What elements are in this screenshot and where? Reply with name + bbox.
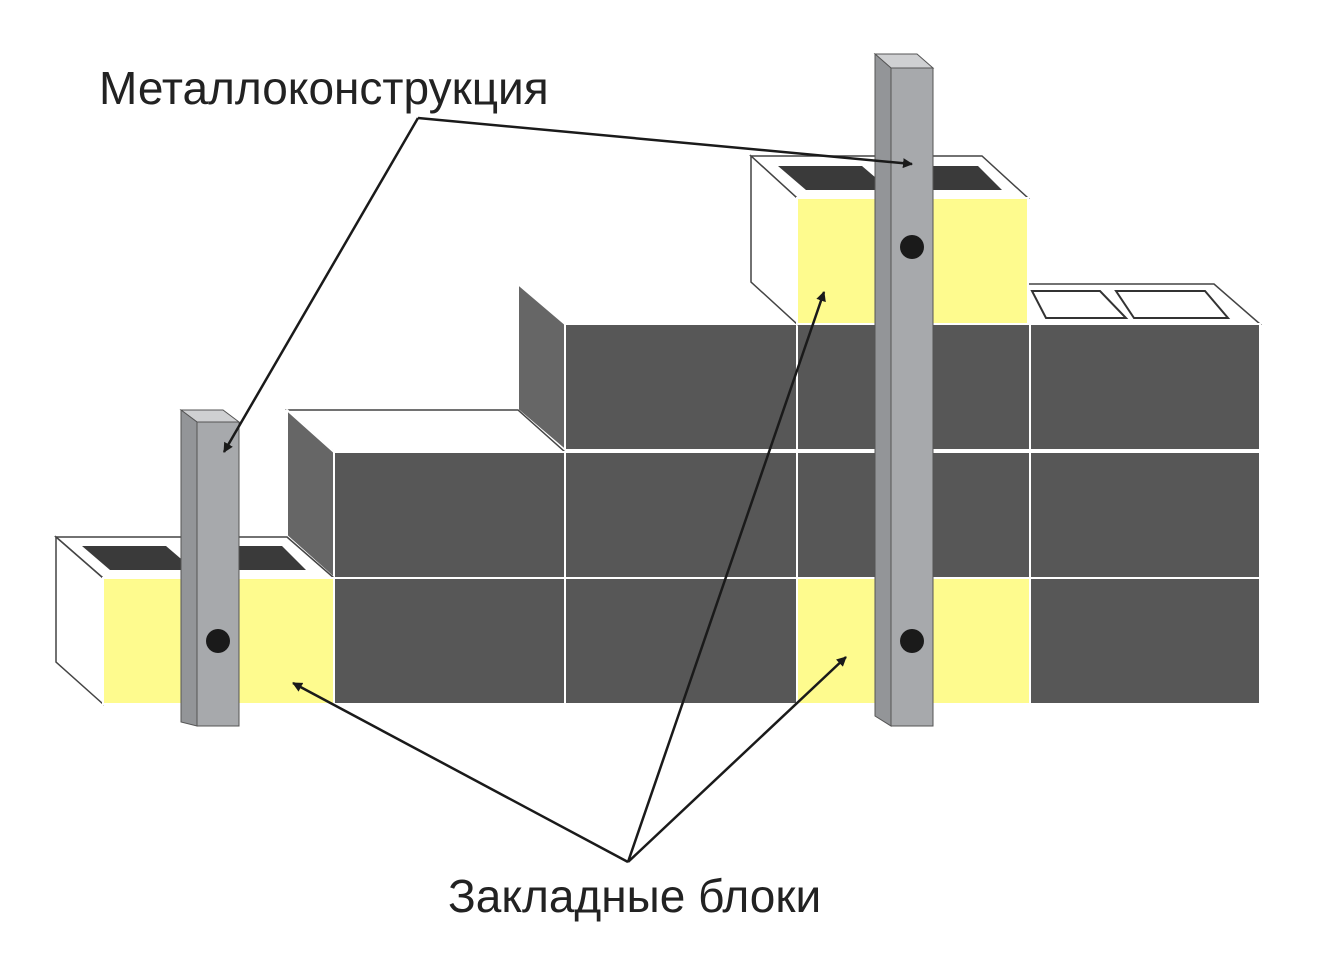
block-front-face	[564, 323, 798, 451]
block-row3-right	[1027, 283, 1263, 451]
label-embedded-blocks: Закладные блоки	[448, 870, 821, 922]
block-top-face	[517, 283, 801, 325]
block-front-face	[564, 577, 798, 705]
arrow-block-bottom-left	[292, 681, 629, 864]
block-front-face	[1029, 323, 1261, 451]
arrow-block-bottom-right	[627, 656, 847, 863]
metal-post-left	[179, 409, 241, 727]
post-side-face	[874, 52, 892, 727]
block-front-face	[1029, 451, 1261, 579]
block-front-face	[333, 451, 566, 579]
block-hole	[1030, 290, 1129, 319]
arrow-metal-left	[222, 117, 420, 453]
post-front-face	[890, 67, 934, 727]
post-side-face	[180, 409, 198, 727]
metal-post-right	[873, 52, 935, 727]
bolt-icon	[900, 235, 924, 259]
label-metal-structure: Металлоконструкция	[99, 62, 549, 114]
bolt-icon	[206, 629, 230, 653]
block-hole	[1114, 290, 1231, 319]
block-top-face	[285, 409, 567, 453]
metal-arrows	[222, 116, 913, 453]
block-arrows	[292, 291, 847, 864]
block-row-top-left	[517, 283, 801, 451]
arrow-metal-right	[417, 116, 913, 169]
block-front-face	[1029, 577, 1261, 705]
block-front-face	[333, 577, 566, 705]
arrow-block-top-right	[626, 291, 826, 863]
block-row2-left	[285, 409, 567, 579]
embedded-block-hole	[778, 166, 890, 190]
post-front-face	[196, 421, 240, 727]
block-front-face	[564, 451, 798, 579]
bolt-icon	[900, 629, 924, 653]
embedded-block-hole	[82, 546, 194, 570]
